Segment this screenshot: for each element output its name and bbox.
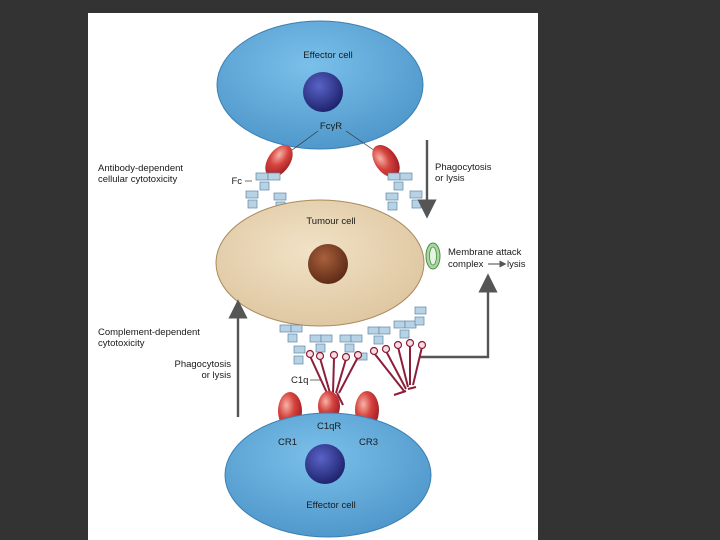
mac-label-lysis: lysis [507, 259, 526, 270]
arrow-to-mac [420, 273, 498, 359]
cdc-label-line2: cytotoxicity [98, 338, 145, 349]
effector-cell-top: Effector cell [216, 20, 424, 150]
adcc-label-line1: Antibody-dependent [98, 163, 183, 174]
phagocytosis-bottom-line1: Phagocytosis [174, 359, 231, 370]
membrane-attack-complex [425, 242, 441, 270]
effector-cell-bottom-label: Effector cell [306, 500, 355, 511]
tumour-cell: Tumour cell [215, 199, 425, 327]
cr3-label: CR3 [359, 437, 378, 448]
mac-label-complex: complex [448, 259, 484, 270]
c1qr-label: C1qR [317, 421, 341, 432]
tumour-cell-label: Tumour cell [306, 216, 355, 227]
c1q-label: C1q [291, 375, 308, 386]
figure-panel: Effector cell FcγR Fc Tumour cell [88, 13, 538, 540]
fcgr-receptor-left [265, 144, 293, 178]
fcgr-label: FcγR [320, 121, 342, 132]
complement-free-heads [369, 338, 427, 356]
phagocytosis-top-line2: or lysis [435, 173, 465, 184]
cdc-label-line1: Complement-dependent [98, 327, 200, 338]
fcgr-receptor-right [372, 144, 400, 178]
adcc-label-line2: cellular cytotoxicity [98, 174, 177, 185]
phagocytosis-bottom-line2: or lysis [201, 370, 231, 381]
effector-nucleus-bottom [305, 444, 345, 484]
fc-label: Fc [231, 176, 242, 187]
effector-nucleus-top [303, 72, 343, 112]
mac-label-line1: Membrane attack [448, 247, 522, 258]
tumour-nucleus [308, 244, 348, 284]
effector-cell-top-label: Effector cell [303, 50, 352, 61]
c1q-heads [305, 349, 363, 362]
immune-mechanism-diagram: Effector cell FcγR Fc Tumour cell [98, 20, 526, 538]
complement-free [373, 345, 423, 396]
effector-cell-bottom: Effector cell [224, 412, 432, 538]
phagocytosis-top-line1: Phagocytosis [435, 162, 492, 173]
cr1-label: CR1 [278, 437, 297, 448]
antibody-top-right [385, 172, 423, 211]
